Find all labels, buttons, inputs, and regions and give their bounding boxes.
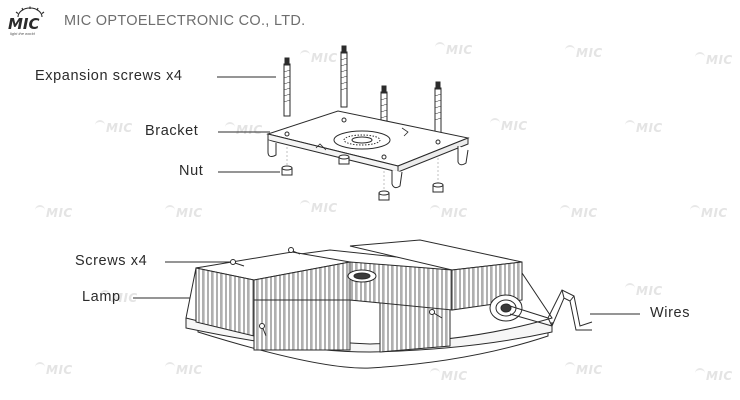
label-expansion-screws: Expansion screws x4 xyxy=(35,68,183,84)
label-wires: Wires xyxy=(650,305,691,321)
watermark-logo: MIC xyxy=(560,205,598,220)
label-lamp: Lamp xyxy=(82,289,121,305)
nuts xyxy=(281,154,444,201)
watermark-logo: MIC xyxy=(430,368,468,383)
watermark-logo: MIC xyxy=(35,362,73,377)
page-header: MIC light the world MIC OPTOELECTRONIC C… xyxy=(6,6,306,36)
watermark-logo: MIC xyxy=(695,368,733,383)
watermark-logo: MIC xyxy=(690,205,728,220)
watermark-logo: MIC xyxy=(565,362,603,377)
wires xyxy=(509,289,593,331)
expansion-screw xyxy=(283,57,291,117)
watermark-logo: MIC xyxy=(435,42,473,57)
label-bracket: Bracket xyxy=(145,123,199,139)
company-logo: MIC light the world xyxy=(6,6,52,36)
watermark-logo: MIC xyxy=(100,290,138,305)
logo-tagline: light the world xyxy=(10,31,35,36)
nut xyxy=(378,190,390,201)
watermark-logo: MIC xyxy=(695,52,733,67)
logo-text: MIC xyxy=(8,15,40,33)
nut xyxy=(432,182,444,193)
nut xyxy=(281,165,293,176)
watermark-logo: MIC xyxy=(430,205,468,220)
label-nut: Nut xyxy=(179,163,204,179)
company-name: MIC OPTOELECTRONIC CO., LTD. xyxy=(64,13,306,29)
watermark-logo: MIC xyxy=(565,45,603,60)
sun-rays-icon xyxy=(15,6,45,18)
watermark-logo: MIC xyxy=(165,362,203,377)
lamp xyxy=(185,239,553,369)
watermark-logo: MIC xyxy=(625,120,663,135)
expansion-screw xyxy=(434,81,442,137)
watermark-logo: MIC xyxy=(625,283,663,298)
cable-gland xyxy=(489,294,523,322)
watermark-logo: MIC xyxy=(300,200,338,215)
watermark-logo: MIC xyxy=(225,122,263,137)
watermark-logo: MIC xyxy=(300,50,338,65)
watermark-logo: MIC xyxy=(95,120,133,135)
top-screws xyxy=(230,247,443,337)
label-screws: Screws x4 xyxy=(75,253,148,269)
watermark-logo: MIC xyxy=(35,205,73,220)
expansion-screw xyxy=(340,45,348,108)
watermark-logo: MIC xyxy=(490,118,528,133)
nut xyxy=(338,154,350,165)
bracket xyxy=(266,110,470,189)
watermark-logo: MIC xyxy=(165,205,203,220)
